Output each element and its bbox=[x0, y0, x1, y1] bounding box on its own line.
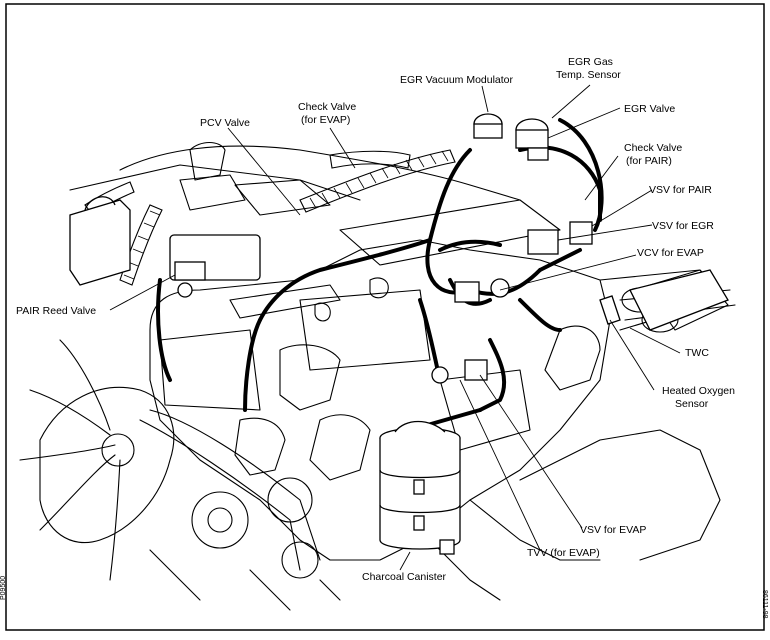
label-pcv-valve: PCV Valve bbox=[200, 117, 250, 129]
label-egr-vacuum-modulator: EGR Vacuum Modulator bbox=[400, 74, 514, 86]
label-egr-gas-temp-sensor-line2: Temp. Sensor bbox=[556, 69, 621, 81]
label-vsv-evap: VSV for EVAP bbox=[580, 524, 647, 536]
label-vsv-pair: VSV for PAIR bbox=[649, 184, 712, 196]
label-heated-oxygen-sensor-line2: Sensor bbox=[675, 398, 709, 410]
label-vsv-egr: VSV for EGR bbox=[652, 220, 714, 232]
hose-hatching bbox=[123, 150, 449, 280]
vsv-egr bbox=[527, 229, 559, 255]
twc-catalytic-converter bbox=[629, 269, 729, 331]
label-heated-oxygen-sensor-line1: Heated Oxygen bbox=[662, 385, 735, 397]
label-pair-reed-valve: PAIR Reed Valve bbox=[16, 305, 97, 317]
label-vcv-evap: VCV for EVAP bbox=[637, 247, 704, 259]
vsv-pair bbox=[569, 221, 593, 245]
vsv-evap bbox=[464, 359, 488, 381]
label-check-valve-evap-line2: (for EVAP) bbox=[301, 114, 351, 126]
label-twc: TWC bbox=[685, 347, 709, 359]
vcv-evap bbox=[454, 281, 480, 303]
label-tvv-evap: TVV (for EVAP) bbox=[527, 547, 600, 559]
leader-lines bbox=[109, 84, 681, 571]
side-code-left: P09500 bbox=[0, 575, 7, 600]
label-check-valve-pair-line1: Check Valve bbox=[624, 142, 683, 154]
side-code-right: 86111-98 bbox=[761, 590, 768, 619]
air-box bbox=[69, 199, 131, 286]
ribbed-hoses bbox=[84, 149, 456, 286]
heated-oxygen-sensor bbox=[599, 295, 621, 325]
label-egr-gas-temp-sensor-line1: EGR Gas bbox=[568, 56, 613, 68]
label-check-valve-pair-line2: (for PAIR) bbox=[626, 155, 672, 167]
tvv-evap bbox=[439, 539, 455, 555]
label-egr-valve: EGR Valve bbox=[624, 103, 676, 115]
components bbox=[69, 113, 729, 555]
diagram-frame bbox=[5, 3, 765, 631]
label-charcoal-canister: Charcoal Canister bbox=[362, 571, 447, 583]
label-check-valve-evap-line1: Check Valve bbox=[298, 101, 357, 113]
